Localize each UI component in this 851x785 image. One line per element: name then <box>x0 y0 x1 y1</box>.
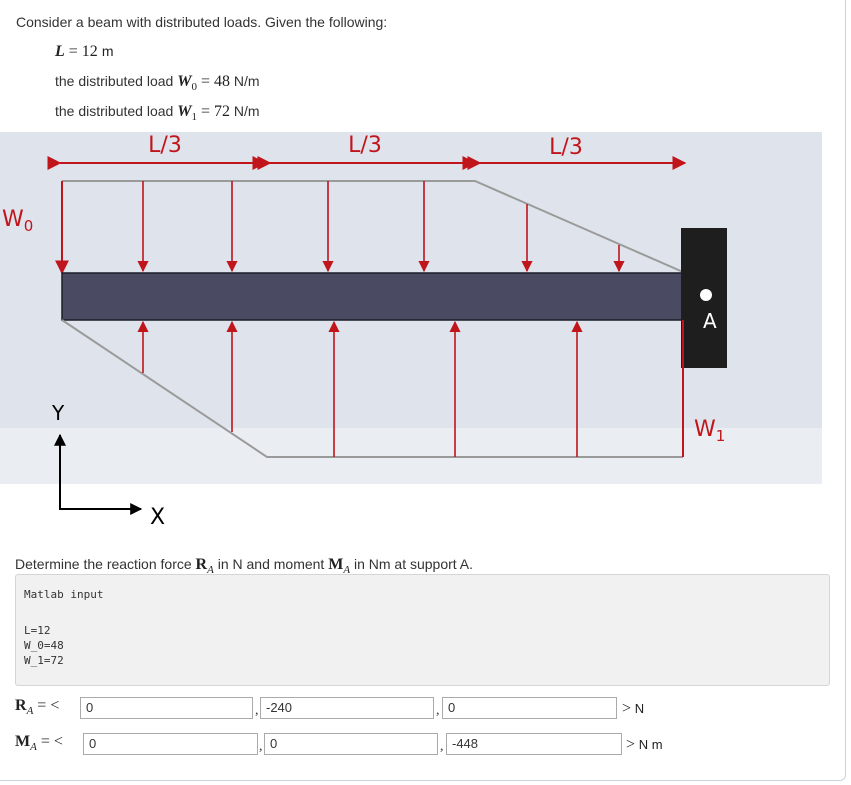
matlab-line: W_1=72 <box>24 654 64 667</box>
L-unit: m <box>101 43 114 59</box>
seg-label-3: L/3 <box>549 135 583 160</box>
top-load-arrows <box>137 181 625 273</box>
RA-label: RA = < <box>15 697 59 717</box>
w0-sub: 0 <box>191 81 197 94</box>
prompt-text: Determine the reaction force RA in N and… <box>15 556 473 576</box>
comma: , <box>259 739 263 754</box>
support-point-A <box>700 289 712 301</box>
prompt-MA: M <box>328 556 344 573</box>
w1-unit: N/m <box>233 103 260 119</box>
RA-z-input[interactable]: 0 <box>442 697 617 719</box>
L-symbol: L <box>55 43 65 60</box>
w1-value: = 72 <box>200 103 230 120</box>
given-w0: the distributed load W0 = 48 N/m <box>55 73 260 93</box>
prompt-part-b: in N and moment <box>217 556 325 572</box>
prompt-part-c: in Nm at support A. <box>353 556 474 572</box>
MA-unit: > N m <box>626 736 663 754</box>
MA-label: MA = < <box>15 733 63 753</box>
RA-y-input[interactable]: -240 <box>260 697 434 719</box>
beam <box>61 272 705 321</box>
prompt-RA-sub: A <box>207 564 214 577</box>
w1-diagram-letter: W <box>694 417 716 442</box>
bottom-load-outline <box>61 319 683 458</box>
comma: , <box>440 739 444 754</box>
MA-unit-text: N m <box>638 737 663 752</box>
matlab-header: Matlab input <box>24 588 104 601</box>
prompt-RA: R <box>195 556 208 573</box>
top-load-outline <box>62 180 684 273</box>
w0-diagram-label: W0 <box>2 207 33 235</box>
MA-y-input[interactable]: 0 <box>264 733 438 755</box>
bottom-load-arrows <box>137 320 583 457</box>
w0-symbol: W <box>177 73 192 90</box>
intro-text: Consider a beam with distributed loads. … <box>16 14 388 30</box>
RA-symbol: R <box>15 697 27 714</box>
w0-value: = 48 <box>200 73 230 90</box>
given-w1: the distributed load W1 = 72 N/m <box>55 103 260 123</box>
RA-sub: A <box>26 705 34 718</box>
w0-unit: N/m <box>233 73 260 89</box>
beam-diagram: L/3 L/3 L/3 A W0 W1 Y X <box>0 132 830 528</box>
axes: Y X <box>51 401 165 528</box>
MA-x-input[interactable]: 0 <box>83 733 258 755</box>
matlab-line: L=12 <box>24 624 51 637</box>
w0-prefix: the distributed load <box>55 73 174 89</box>
seg-label-2: L/3 <box>348 133 382 158</box>
MA-z-input[interactable]: -448 <box>446 733 622 755</box>
RA-unit: > N <box>622 700 644 718</box>
MA-close: > <box>626 736 636 753</box>
seg-label-1: L/3 <box>148 133 182 158</box>
MA-eq: = < <box>40 733 63 750</box>
matlab-input-box: Matlab input L=12 W_0=48 W_1=72 <box>15 574 830 686</box>
prompt-part-a: Determine the reaction force <box>15 556 192 572</box>
w1-prefix: the distributed load <box>55 103 174 119</box>
support-label: A <box>703 309 717 333</box>
matlab-line: W_0=48 <box>24 639 64 652</box>
RA-unit-text: N <box>634 701 645 716</box>
w1-diagram-sub: 1 <box>716 427 726 445</box>
RA-x-input[interactable]: 0 <box>80 697 253 719</box>
w1-diagram-label: W1 <box>694 417 725 445</box>
comma: , <box>436 703 440 718</box>
L-value: = 12 <box>68 43 98 60</box>
w1-sub: 1 <box>191 111 197 124</box>
prompt-MA-sub: A <box>343 564 351 577</box>
w0-diagram-letter: W <box>2 207 24 232</box>
RA-close: > <box>622 700 632 717</box>
w0-diagram-sub: 0 <box>24 217 34 235</box>
MA-sub: A <box>30 741 37 754</box>
y-axis-label: Y <box>51 401 65 425</box>
MA-symbol: M <box>15 733 31 750</box>
RA-eq: = < <box>37 697 60 714</box>
x-axis-label: X <box>150 505 165 528</box>
w1-symbol: W <box>177 103 192 120</box>
given-length: L = 12 m <box>55 43 113 61</box>
comma: , <box>255 703 259 718</box>
